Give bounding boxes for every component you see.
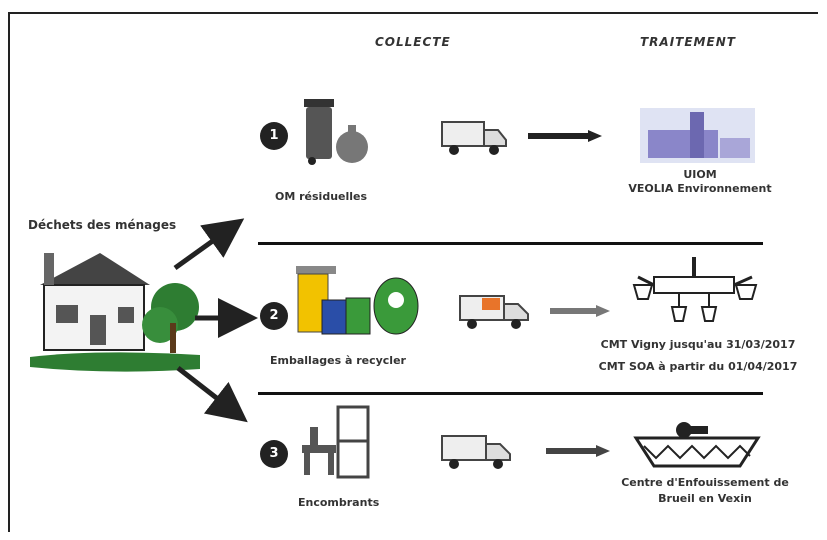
truck-icon-3 <box>441 435 511 469</box>
step-number-2: 2 <box>260 302 288 330</box>
step-number-3: 3 <box>260 440 288 468</box>
truck-icon <box>441 121 507 155</box>
source-label: Déchets des ménages <box>28 218 177 232</box>
step-number-1: 1 <box>260 122 288 150</box>
arrow-to-treatment-1 <box>528 130 602 142</box>
bulky-items-icon <box>302 405 370 479</box>
landfill-icon <box>633 422 761 468</box>
flow-2-label: Emballages à recycler <box>270 354 406 367</box>
recycling-bins-icon <box>296 266 419 335</box>
sorting-center-icon <box>632 257 758 322</box>
treatment-1-line-1: UIOM <box>683 168 717 181</box>
treatment-2-line-2: CMT SOA à partir du 01/04/2017 <box>598 360 798 373</box>
house-illustration <box>30 253 200 372</box>
separator-2 <box>258 392 763 395</box>
diagram-frame <box>8 12 818 532</box>
header-traitement: TRAITEMENT <box>640 35 736 49</box>
flow-1-label: OM résiduelles <box>275 190 368 203</box>
treatment-2-line-1: CMT Vigny jusqu'au 31/03/2017 <box>600 338 796 351</box>
arrow-to-treatment-2 <box>550 305 610 317</box>
arrow-to-treatment-3 <box>546 445 610 457</box>
treatment-3-line-2: Brueil en Vexin <box>658 492 752 505</box>
header-collecte: COLLECTE <box>375 35 451 49</box>
incinerator-icon <box>640 108 755 163</box>
recycling-truck-icon <box>459 295 529 329</box>
treatment-1-line-2: VEOLIA Environnement <box>628 182 772 195</box>
flow-3-label: Encombrants <box>298 496 380 509</box>
separator-1 <box>258 242 763 245</box>
bin-and-bag-icon <box>304 99 368 165</box>
treatment-3-line-1: Centre d'Enfouissement de <box>621 476 789 489</box>
